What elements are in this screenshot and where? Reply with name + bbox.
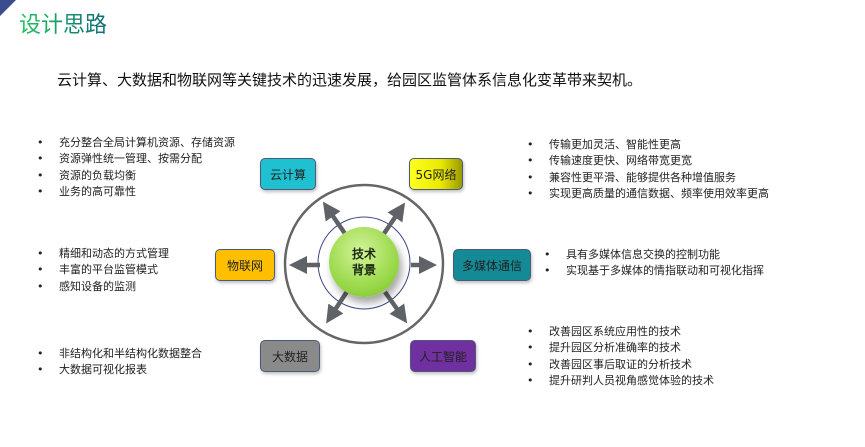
list-item: 感知设备的监测 [37, 279, 169, 296]
list-item: 兼容性更平滑、能够提供各种增值服务 [527, 170, 769, 187]
node-5g: 5G网络 [409, 158, 463, 190]
arrow-down-left [326, 288, 350, 324]
node-ai: 人工智能 [410, 340, 476, 372]
list-item: 资源的负载均衡 [37, 168, 235, 185]
list-item: 实现更高质量的通信数据、频率使用效率更高 [527, 186, 769, 203]
list-item: 具有多媒体信息交换的控制功能 [544, 247, 764, 264]
list-item: 精细和动态的方式管理 [37, 246, 169, 263]
node-iot: 物联网 [215, 249, 275, 281]
page-title: 设计思路 [19, 7, 107, 39]
list-item: 充分整合全局计算机资源、存储资源 [37, 135, 235, 152]
list-item: 实现基于多媒体的情指联动和可视化指挥 [544, 263, 764, 280]
list-item: 业务的高可靠性 [37, 184, 235, 201]
list-item: 传输速度更快、网络带宽更宽 [527, 153, 769, 170]
list-item: 提升园区分析准确率的技术 [527, 340, 714, 357]
corner-decoration [0, 0, 16, 16]
list-item: 大数据可视化报表 [37, 362, 202, 379]
ai-list: 改善园区系统应用性的技术 提升园区分析准确率的技术 改善园区事后取证的分析技术 … [527, 324, 714, 389]
list-item: 非结构化和半结构化数据整合 [37, 346, 202, 363]
list-item: 传输更加灵活、智能性更高 [527, 137, 769, 154]
node-cloud: 云计算 [260, 158, 316, 190]
list-item: 丰富的平台监管模式 [37, 262, 169, 279]
node-bigdata: 大数据 [260, 340, 320, 372]
center-label-2: 背景 [351, 263, 376, 277]
list-item: 资源弹性统一管理、按需分配 [37, 151, 235, 168]
center-label-1: 技术 [351, 247, 376, 261]
cloud-list: 充分整合全局计算机资源、存储资源 资源弹性统一管理、按需分配 资源的负载均衡 业… [37, 135, 235, 200]
node-media: 多媒体通信 [453, 249, 531, 281]
g5-list: 传输更加灵活、智能性更高 传输速度更快、网络带宽更宽 兼容性更平滑、能够提供各种… [527, 137, 769, 202]
list-item: 改善园区系统应用性的技术 [527, 324, 714, 341]
iot-list: 精细和动态的方式管理 丰富的平台监管模式 感知设备的监测 [37, 246, 169, 295]
outer-ring [283, 183, 445, 345]
media-list: 具有多媒体信息交换的控制功能 实现基于多媒体的情指联动和可视化指挥 [544, 247, 764, 280]
list-item: 提升研判人员视角感觉体验的技术 [527, 373, 714, 390]
center-tech-background: 技术 背景 [329, 227, 399, 297]
list-item: 改善园区事后取证的分析技术 [527, 357, 714, 374]
bigdata-list: 非结构化和半结构化数据整合 大数据可视化报表 [37, 346, 202, 379]
arrow-down-right [383, 290, 408, 324]
subtitle: 云计算、大数据和物联网等关键技术的迅速发展，给园区监管体系信息化变革带来契机。 [57, 71, 643, 89]
